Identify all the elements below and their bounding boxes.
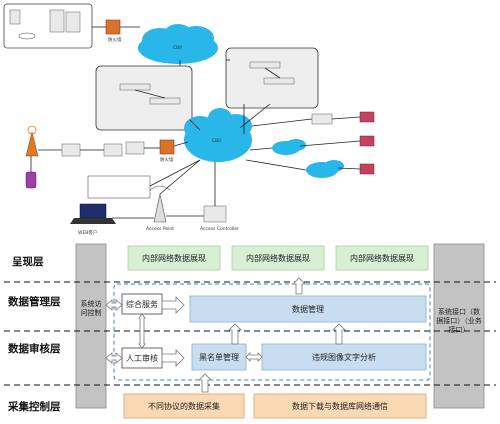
arrow-up (228, 323, 242, 345)
layer-label-collection-control: 采集控制层 (7, 400, 61, 413)
protocol-collection-label: 不同协议的数据采集 (148, 401, 220, 411)
network-group-left (95, 65, 193, 131)
left-access-label: 系统访问控制 (80, 300, 102, 317)
wireless-tower-icon (25, 125, 39, 157)
arrow-up (292, 277, 306, 295)
blacklist-box (191, 343, 247, 371)
presentation-box-2-label: 内部网络数据展现 (246, 253, 310, 263)
cloud-mid (184, 108, 252, 162)
blacklist-label: 黑名单管理 (199, 352, 239, 362)
web-device-1 (359, 111, 375, 123)
download-network-label: 数据下载与数据库网络通信 (292, 401, 388, 411)
layer-label-presentation: 呈现层 (12, 256, 44, 268)
cloud-mid-label: CBII (212, 138, 221, 144)
web-device-3 (359, 163, 375, 175)
data-management-box (189, 295, 427, 323)
web-device-2 (359, 135, 375, 147)
image-text-analysis-box (261, 343, 427, 371)
server-listing-box (87, 175, 151, 199)
access-point-icon (149, 185, 171, 223)
arrow-up (332, 323, 346, 345)
layer-label-data-review: 数据审核层 (7, 342, 61, 355)
arrow-right (161, 296, 185, 314)
database-icon (18, 32, 36, 40)
ids-device (311, 113, 333, 125)
router-icon (119, 83, 151, 91)
switch-icon (249, 61, 281, 69)
presentation-box-3 (335, 245, 429, 271)
storage-icon (65, 11, 81, 33)
cloud-top-label: CBII (173, 45, 182, 51)
gateway-2 (103, 143, 123, 157)
gateway-3 (125, 141, 145, 155)
presentation-box-1 (127, 245, 221, 271)
download-network-box (253, 393, 427, 419)
presentation-box-2 (231, 245, 325, 271)
firewall-mid-label: 防火墙 (160, 156, 174, 163)
manual-review-label: 人工审核 (126, 353, 158, 363)
mobile-phone-icon (25, 171, 37, 189)
cloud-side-upper (272, 139, 306, 155)
firewall-top-icon (105, 19, 121, 35)
cloud-top (138, 24, 218, 64)
switch-icon (149, 97, 181, 105)
access-controller-icon (203, 205, 227, 223)
presentation-box-3-label: 内部网络数据展现 (350, 253, 414, 263)
arrow-left-right (105, 352, 123, 364)
server-rack-icon (49, 9, 65, 33)
protocol-collection-box (123, 393, 245, 419)
access-controller-label: Access Controller (200, 226, 239, 232)
firewall-mid-icon (159, 139, 175, 155)
firewall-top-label: 防火墙 (108, 36, 122, 43)
comprehensive-service-label: 综合服务 (126, 299, 158, 309)
image-text-analysis-label: 违规图像文字分析 (312, 352, 376, 362)
laptop-icon (70, 203, 116, 224)
access-point-label: Access Point (146, 226, 174, 232)
web-client-label: WEB客户 (78, 229, 97, 236)
gateway-1 (61, 143, 81, 157)
switch-icon (263, 77, 295, 85)
cloud-side-lower (306, 160, 344, 178)
right-interface-column (433, 243, 485, 409)
layer-label-data-management: 数据管理层 (7, 295, 61, 308)
arrow-left-right (245, 352, 263, 362)
arrow-up (198, 373, 212, 393)
arrow-right (161, 349, 185, 367)
left-access-column (75, 243, 107, 409)
arrow-left-right (105, 299, 123, 311)
presentation-box-1-label: 内部网络数据展现 (142, 253, 206, 263)
right-interface-label: 系统接口（数据接口）（业务接口） (436, 308, 482, 334)
data-group-frame (113, 283, 431, 381)
data-management-label: 数据管理 (292, 304, 324, 314)
arrow-up-down (138, 313, 146, 349)
server-icon (9, 9, 21, 25)
